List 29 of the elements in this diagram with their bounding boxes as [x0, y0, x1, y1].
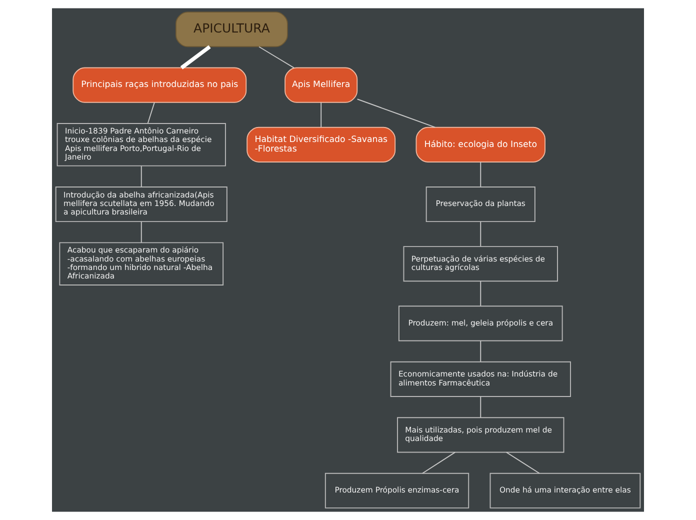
node-box: Preservação da plantas	[426, 186, 536, 222]
node-box: Mais utilizadas, pois produzem mel de qualidade	[397, 417, 564, 453]
node-box: Introdução da abelha africanizada(Apis mellifera scutellata em 1956. Mudando a apicultura brasileira	[55, 186, 228, 222]
connector	[147, 102, 155, 124]
connector	[140, 166, 142, 188]
connector	[356, 98, 436, 128]
node-box: Onde há uma interação entre elas	[490, 472, 641, 508]
node-box: Perpetuação de várias espécies de culturas agrícolas	[403, 246, 558, 282]
node-box: Produzem: mel, geleia própolis e cera	[398, 306, 563, 342]
node-box: Inicio-1839 Padre Antônio Carneiro trouxe colônias de abelhas da espécie Apis mellifera Porto,Portugal-Rio de Janeiro	[56, 123, 226, 166]
connector	[480, 396, 482, 418]
connector	[480, 280, 482, 306]
node-box: Principais raças introduzidas no pais	[72, 67, 247, 103]
connector	[320, 102, 322, 128]
connector	[180, 45, 211, 70]
node-box: Economicamente usados na: Indústria de alimentos Farmacêutica	[390, 361, 571, 397]
connector	[140, 221, 142, 244]
connector	[480, 340, 482, 362]
node-box: Acabou que escaparam do apiário -acasalando com abelhas europeias -formando um hibrido natural -Abelha Africanizada	[59, 242, 224, 286]
connector	[506, 452, 540, 474]
connector	[480, 221, 482, 247]
connector	[422, 452, 456, 474]
connector	[258, 46, 294, 68]
connector	[480, 162, 482, 188]
node-box: Habitat Diversificado -Savanas -Florestas	[246, 126, 396, 162]
node-box: Hábito: ecologia do Inseto	[416, 126, 546, 162]
node-box: Apis Mellifera	[284, 67, 358, 103]
node-box: APICULTURA	[176, 12, 288, 48]
node-box: Produzem Própolis enzimas-cera	[324, 472, 470, 508]
